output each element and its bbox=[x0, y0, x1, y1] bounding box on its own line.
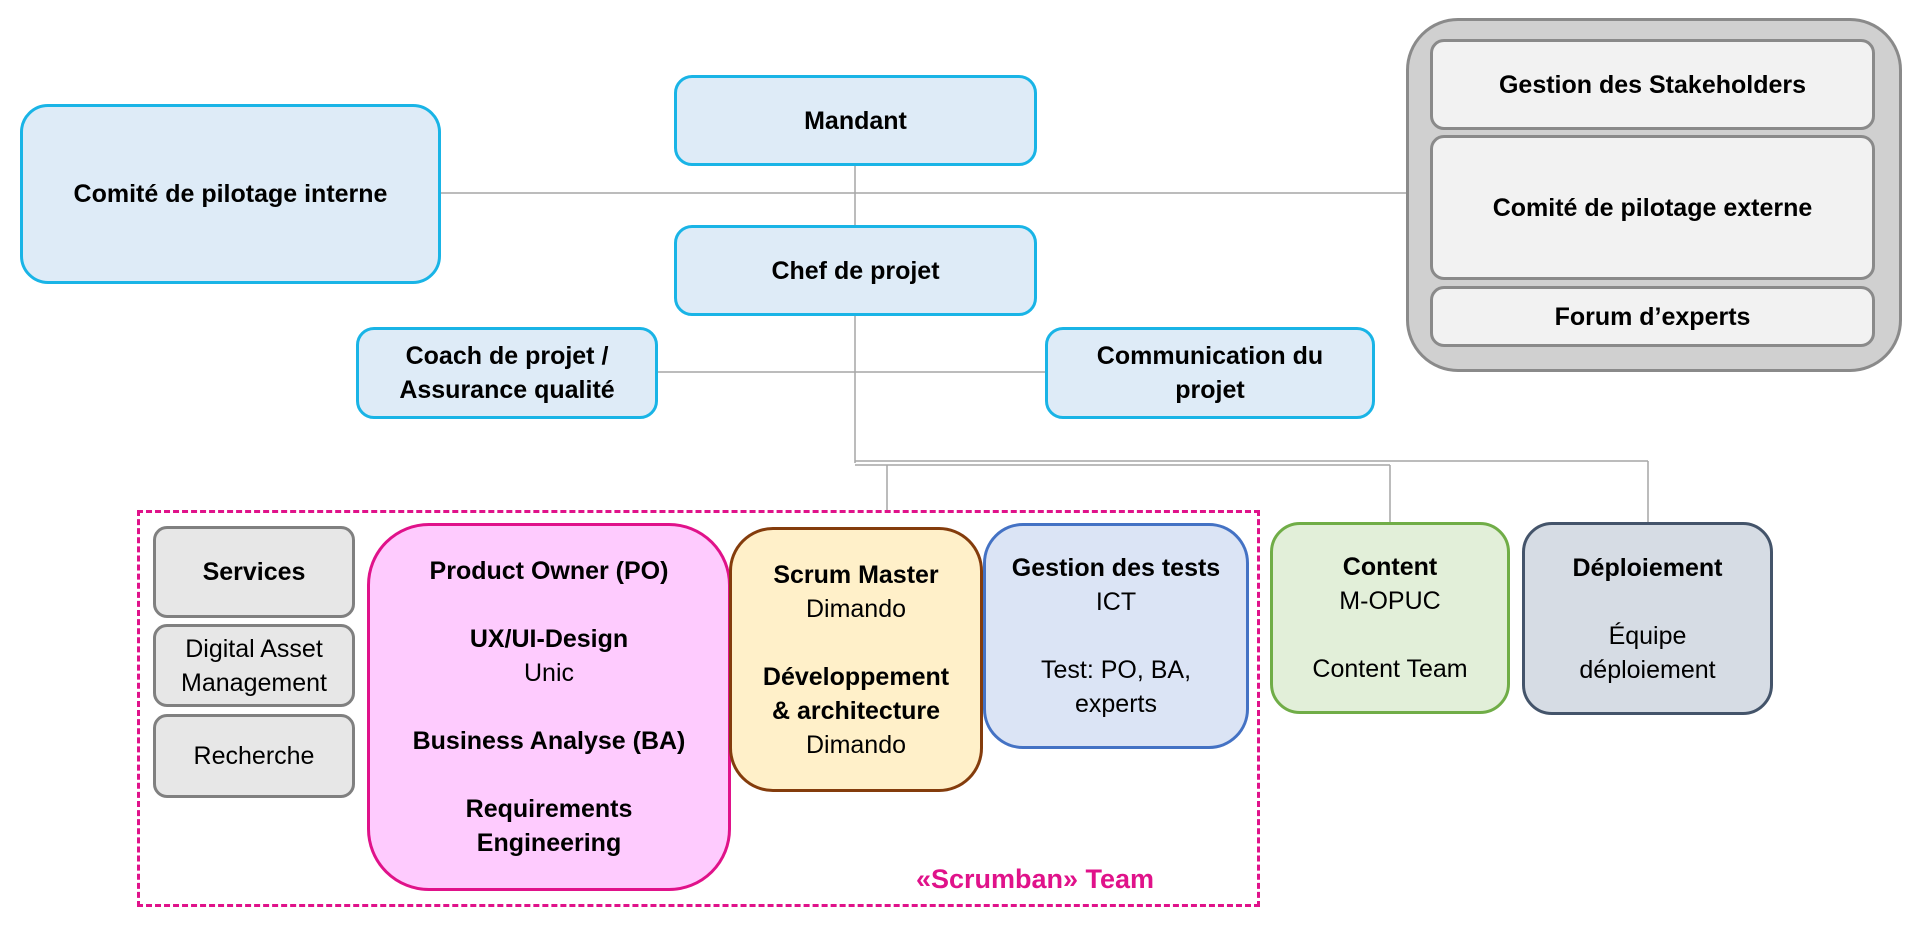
project-communication-label-line1: Communication du bbox=[1096, 342, 1324, 370]
services-box: Services bbox=[153, 526, 355, 618]
project-coach-label-line1: Coach de projet / bbox=[405, 342, 609, 370]
scrumban-team-frame bbox=[137, 510, 1260, 907]
external-steering-committee-box: Comité de pilotage externe bbox=[1430, 135, 1875, 280]
content-label: Content bbox=[1342, 553, 1438, 581]
product-owner-box: Product Owner (PO) UX/UI-Design Unic Bus… bbox=[367, 523, 731, 891]
deployment-team-line1: Équipe bbox=[1608, 621, 1687, 650]
mandant-label: Mandant bbox=[804, 106, 907, 135]
internal-steering-committee-box: Comité de pilotage interne bbox=[20, 104, 441, 284]
requirements-engineering-label-line1: Requirements bbox=[465, 795, 633, 823]
deployment-box: Déploiement Équipe déploiement bbox=[1522, 522, 1773, 715]
scrum-master-label: Scrum Master bbox=[773, 560, 939, 589]
development-label-line1: Développement bbox=[762, 662, 950, 691]
scrum-master-vendor: Dimando bbox=[805, 594, 907, 623]
test-management-vendor: ICT bbox=[1095, 588, 1137, 616]
ux-ui-design-label: UX/UI-Design bbox=[469, 625, 629, 653]
stakeholder-management-box: Gestion des Stakeholders bbox=[1430, 39, 1875, 130]
project-communication-label-line2: projet bbox=[1175, 376, 1245, 404]
experts-forum-label: Forum d’experts bbox=[1554, 302, 1751, 331]
deployment-team-line2: déploiement bbox=[1579, 655, 1716, 684]
test-participants-line2: experts bbox=[1075, 690, 1157, 718]
project-manager-label: Chef de projet bbox=[771, 256, 940, 285]
internal-steering-committee-label: Comité de pilotage interne bbox=[73, 180, 388, 208]
digital-asset-management-label-line1: Digital Asset bbox=[185, 634, 323, 663]
development-vendor: Dimando bbox=[805, 730, 907, 759]
project-coach-label-line2: Assurance qualité bbox=[399, 376, 615, 404]
business-analysis-label: Business Analyse (BA) bbox=[412, 727, 686, 755]
services-label: Services bbox=[202, 558, 306, 586]
content-vendor: M-OPUC bbox=[1339, 587, 1441, 615]
experts-forum-box: Forum d’experts bbox=[1430, 286, 1875, 347]
stakeholder-management-label: Gestion des Stakeholders bbox=[1498, 70, 1807, 99]
project-manager-box: Chef de projet bbox=[674, 225, 1037, 316]
research-box: Recherche bbox=[153, 714, 355, 798]
project-communication-box: Communication du projet bbox=[1045, 327, 1375, 419]
project-coach-box: Coach de projet / Assurance qualité bbox=[356, 327, 658, 419]
content-box: Content M-OPUC Content Team bbox=[1270, 522, 1510, 714]
scrum-master-box: Scrum Master Dimando Développement & arc… bbox=[729, 527, 983, 792]
ux-ui-design-vendor: Unic bbox=[523, 659, 574, 687]
digital-asset-management-box: Digital Asset Management bbox=[153, 624, 355, 707]
content-team-label: Content Team bbox=[1312, 655, 1468, 683]
requirements-engineering-label-line2: Engineering bbox=[476, 829, 622, 857]
test-management-box: Gestion des tests ICT Test: PO, BA, expe… bbox=[983, 523, 1249, 749]
deployment-label: Déploiement bbox=[1572, 553, 1723, 582]
product-owner-label: Product Owner (PO) bbox=[429, 557, 669, 585]
mandant-box: Mandant bbox=[674, 75, 1037, 166]
test-management-label: Gestion des tests bbox=[1011, 554, 1221, 582]
digital-asset-management-label-line2: Management bbox=[181, 668, 327, 697]
research-label: Recherche bbox=[193, 742, 315, 770]
external-steering-committee-label: Comité de pilotage externe bbox=[1492, 193, 1813, 222]
development-label-line2: & architecture bbox=[771, 696, 941, 725]
scrumban-team-label: «Scrumban» Team bbox=[915, 864, 1155, 894]
test-participants-line1: Test: PO, BA, bbox=[1040, 656, 1192, 684]
